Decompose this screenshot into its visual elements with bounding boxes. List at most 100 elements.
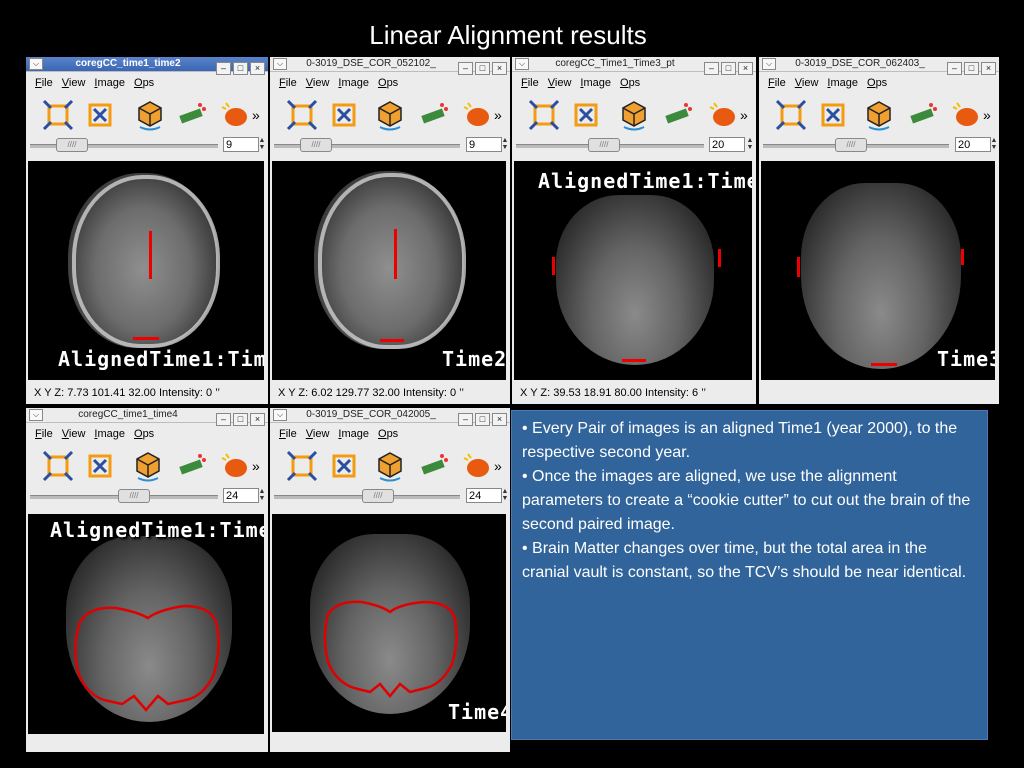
window-titlebar[interactable]: ⌵ coregCC_Time1_Time3_pt –□× [512, 57, 756, 75]
close-icon[interactable]: × [981, 62, 996, 75]
maximize-icon[interactable]: □ [233, 413, 248, 426]
chip-icon[interactable] [176, 450, 208, 482]
brain-icon[interactable] [460, 99, 492, 131]
more-icon[interactable]: » [494, 107, 502, 123]
window-titlebar[interactable]: ⌵ coregCC_time1_time2 –□× [26, 57, 268, 75]
menu-file[interactable]: File [768, 77, 786, 89]
spin-arrows-icon[interactable]: ▲▼ [501, 488, 509, 502]
chip-icon[interactable] [662, 99, 694, 131]
spin-arrows-icon[interactable]: ▲▼ [258, 488, 266, 502]
window-titlebar[interactable]: ⌵ 0-3019_DSE_COR_062403_ –□× [759, 57, 999, 75]
slider-thumb[interactable]: //// [835, 138, 867, 152]
more-icon[interactable]: » [740, 107, 748, 123]
zoom-in-icon[interactable] [84, 99, 116, 131]
slice-input[interactable]: 24 [466, 488, 502, 503]
slice-input[interactable]: 20 [709, 137, 745, 152]
more-icon[interactable]: » [252, 458, 260, 474]
close-icon[interactable]: × [250, 413, 265, 426]
menu-file[interactable]: File [279, 77, 297, 89]
cube-rotate-icon[interactable] [134, 99, 166, 131]
more-icon[interactable]: » [252, 107, 260, 123]
menu-file[interactable]: File [521, 77, 539, 89]
image-viewport[interactable]: Time2 [272, 161, 506, 380]
window-menu-icon[interactable]: ⌵ [273, 409, 287, 421]
menu-image[interactable]: Image [580, 77, 611, 89]
brain-icon[interactable] [949, 99, 981, 131]
minimize-icon[interactable]: – [458, 62, 473, 75]
zoom-in-icon[interactable] [84, 450, 116, 482]
menu-ops[interactable]: Ops [378, 428, 399, 440]
window-menu-icon[interactable]: ⌵ [29, 409, 43, 421]
menu-image[interactable]: Image [827, 77, 858, 89]
maximize-icon[interactable]: □ [721, 62, 736, 75]
slice-input[interactable]: 9 [466, 137, 502, 152]
cube-rotate-icon[interactable] [374, 450, 406, 482]
menu-image[interactable]: Image [94, 77, 125, 89]
slice-slider[interactable] [30, 144, 218, 148]
brain-icon[interactable] [706, 99, 738, 131]
maximize-icon[interactable]: □ [964, 62, 979, 75]
cube-rotate-icon[interactable] [374, 99, 406, 131]
minimize-icon[interactable]: – [704, 62, 719, 75]
close-icon[interactable]: × [492, 413, 507, 426]
zoom-in-icon[interactable] [817, 99, 849, 131]
slider-thumb[interactable]: //// [588, 138, 620, 152]
spin-arrows-icon[interactable]: ▲▼ [258, 137, 266, 151]
menu-image[interactable]: Image [94, 428, 125, 440]
zoom-in-icon[interactable] [570, 99, 602, 131]
zoom-in-icon[interactable] [328, 99, 360, 131]
zoom-fit-icon[interactable] [775, 99, 807, 131]
menu-file[interactable]: File [35, 428, 53, 440]
slice-slider[interactable] [274, 144, 460, 148]
image-viewport[interactable]: Time4 [272, 514, 506, 732]
menu-ops[interactable]: Ops [867, 77, 888, 89]
cube-rotate-icon[interactable] [618, 99, 650, 131]
cube-rotate-icon[interactable] [863, 99, 895, 131]
window-menu-icon[interactable]: ⌵ [29, 58, 43, 70]
cube-rotate-icon[interactable] [132, 450, 164, 482]
menu-image[interactable]: Image [338, 428, 369, 440]
zoom-in-icon[interactable] [328, 450, 360, 482]
menu-ops[interactable]: Ops [378, 77, 399, 89]
maximize-icon[interactable]: □ [475, 413, 490, 426]
close-icon[interactable]: × [250, 62, 265, 75]
chip-icon[interactable] [418, 99, 450, 131]
slice-input[interactable]: 9 [223, 137, 259, 152]
close-icon[interactable]: × [492, 62, 507, 75]
slice-input[interactable]: 24 [223, 488, 259, 503]
slider-thumb[interactable]: //// [118, 489, 150, 503]
minimize-icon[interactable]: – [947, 62, 962, 75]
slider-thumb[interactable]: //// [56, 138, 88, 152]
menu-view[interactable]: View [305, 77, 330, 89]
window-menu-icon[interactable]: ⌵ [515, 58, 529, 70]
brain-icon[interactable] [218, 99, 250, 131]
spin-arrows-icon[interactable]: ▲▼ [746, 137, 754, 151]
image-viewport[interactable]: AlignedTime1:Time4 [28, 514, 264, 734]
chip-icon[interactable] [907, 99, 939, 131]
menu-view[interactable]: View [794, 77, 819, 89]
minimize-icon[interactable]: – [458, 413, 473, 426]
menu-image[interactable]: Image [338, 77, 369, 89]
slider-thumb[interactable]: //// [362, 489, 394, 503]
zoom-fit-icon[interactable] [42, 99, 74, 131]
more-icon[interactable]: » [494, 458, 502, 474]
menu-view[interactable]: View [61, 77, 86, 89]
window-titlebar[interactable]: ⌵ coregCC_time1_time4 –□× [26, 408, 268, 426]
spin-arrows-icon[interactable]: ▲▼ [501, 137, 509, 151]
image-viewport[interactable]: AlignedTime1:Time2 [28, 161, 264, 380]
window-titlebar[interactable]: ⌵ 0-3019_DSE_COR_052102_ –□× [270, 57, 510, 75]
menu-file[interactable]: File [279, 428, 297, 440]
menu-view[interactable]: View [547, 77, 572, 89]
zoom-fit-icon[interactable] [42, 450, 74, 482]
slice-input[interactable]: 20 [955, 137, 991, 152]
zoom-fit-icon[interactable] [286, 450, 318, 482]
menu-ops[interactable]: Ops [134, 77, 155, 89]
spin-arrows-icon[interactable]: ▲▼ [990, 137, 998, 151]
menu-view[interactable]: View [305, 428, 330, 440]
window-menu-icon[interactable]: ⌵ [762, 58, 776, 70]
close-icon[interactable]: × [738, 62, 753, 75]
chip-icon[interactable] [418, 450, 450, 482]
minimize-icon[interactable]: – [216, 413, 231, 426]
menu-view[interactable]: View [61, 428, 86, 440]
image-viewport[interactable]: Time3 [761, 161, 995, 380]
